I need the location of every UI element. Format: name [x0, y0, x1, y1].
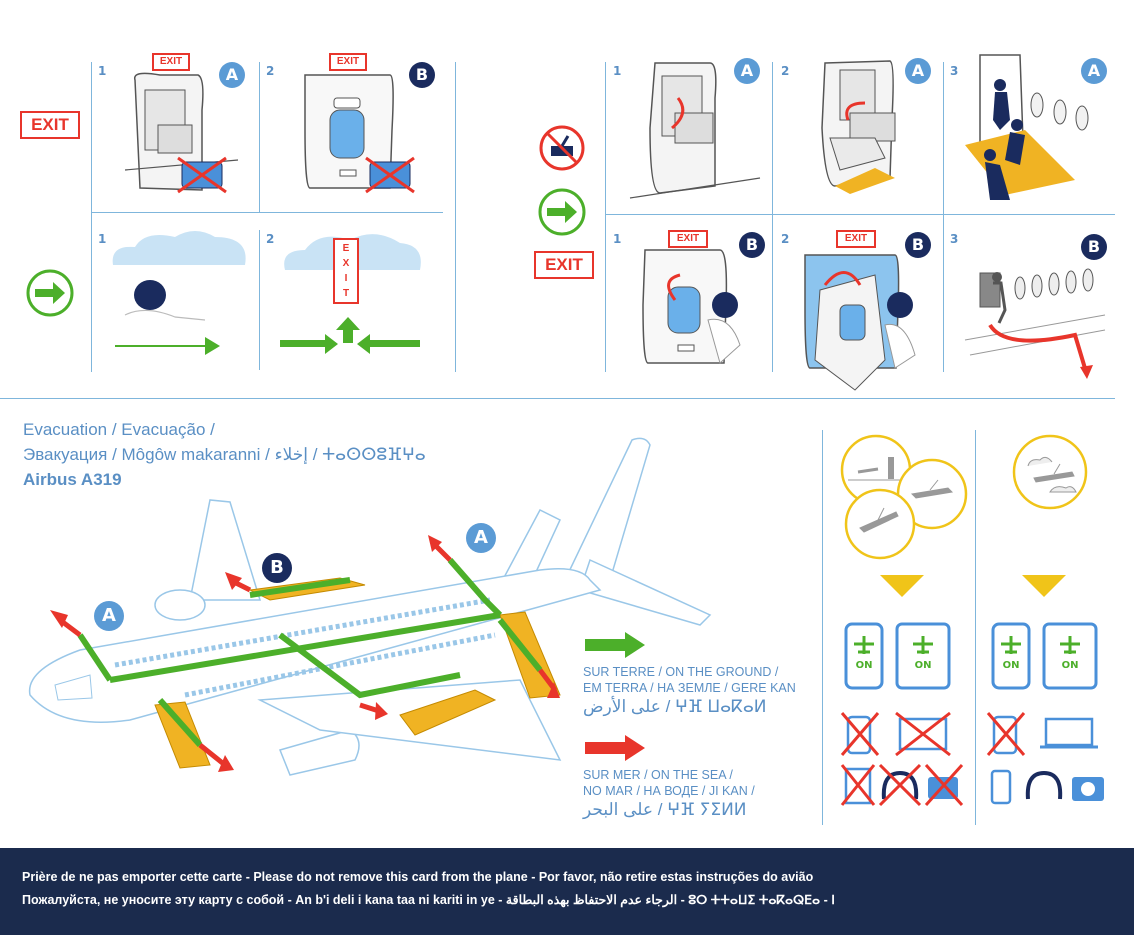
evacuation-title-line2: Эвакуация / Môgôw makaranni / إخلاء / ⵜⴰ… [23, 445, 426, 464]
step-number: 2 [266, 232, 275, 246]
door-type-b-badge: B [739, 232, 765, 258]
on-label: ON [914, 660, 932, 671]
exit-letter: T [342, 288, 350, 299]
door-type-b-badge: B [905, 232, 931, 258]
tablet-on-icon [895, 622, 951, 690]
step-number: 3 [950, 64, 959, 78]
phone-on-icon [991, 622, 1031, 690]
footer-banner: Prière de ne pas emporter cette carte - … [0, 848, 1134, 935]
yellow-down-arrow-icon [1022, 575, 1066, 597]
tablet-on-icon [1042, 622, 1098, 690]
legend-ground: SUR TERRE / ON THE GROUND / EM TERRA / Н… [583, 664, 796, 718]
footer-line2: Пожалуйста, не уносите эту карту с собой… [22, 893, 835, 907]
divider [259, 230, 260, 370]
on-label: ON [1002, 660, 1020, 671]
exit-letter: X [342, 258, 350, 269]
prohibited-devices-icon [840, 711, 964, 807]
exit-sign: EXIT [20, 111, 80, 139]
divider [91, 212, 443, 213]
ground-flight-phases-icon [840, 434, 968, 560]
step-number: 2 [266, 64, 275, 78]
legend-ground-line1: SUR TERRE / ON THE GROUND / [583, 665, 779, 679]
door-type-b-badge: B [409, 62, 435, 88]
door-b-no-baggage-illustration [304, 74, 415, 194]
door-type-a-badge: A [219, 62, 245, 88]
allowed-devices-icon [986, 712, 1104, 805]
step-number: 2 [781, 64, 790, 78]
door-a-push-out-illustration [821, 60, 896, 194]
cruise-phase-icon [1012, 434, 1088, 510]
legend-sea-line1: SUR MER / ON THE SEA / [583, 768, 733, 782]
on-label: ON [1061, 660, 1079, 671]
door-type-a-badge: A [1081, 58, 1107, 84]
divider [772, 62, 773, 372]
red-arrow-icon [585, 735, 645, 761]
door-b-lift-handle-illustration [642, 249, 741, 364]
legend-ground-arabic: على الأرض / ⵖⴼ ⵡⴰⴽⴰⵍ [583, 697, 767, 716]
footer-line1: Prière de ne pas emporter cette carte - … [22, 870, 814, 884]
green-arrow-icon [538, 188, 586, 236]
green-arrow-icon [585, 632, 645, 658]
legend-sea-arabic: على البحر / ⵖⴼ ⵢⵉⵍⵍ [583, 800, 747, 819]
door-a-no-baggage-illustration [124, 72, 239, 194]
evacuation-title-line1: Evacuation / Evacuação / [23, 420, 215, 439]
door-type-a-badge: A [94, 601, 124, 631]
legend-sea-line2: NO MAR / НА ВОДЕ / JI KAN / [583, 784, 755, 798]
exit-letter: E [342, 243, 350, 254]
wing-exit-illustration [964, 268, 1106, 379]
door-type-b-badge: B [262, 553, 292, 583]
exit-sign: EXIT [152, 53, 190, 71]
step-number: 2 [781, 232, 790, 246]
divider [605, 214, 1115, 215]
divider [91, 62, 92, 372]
divider [259, 62, 260, 212]
door-type-b-badge: B [1081, 234, 1107, 260]
no-slide-manual-icon [539, 125, 585, 171]
yellow-down-arrow-icon [880, 575, 924, 597]
phone-on-icon [844, 622, 884, 690]
exit-sign: EXIT [329, 53, 367, 71]
step-number: 3 [950, 232, 959, 246]
exit-sign: EXIT [534, 251, 594, 279]
step-number: 1 [98, 64, 107, 78]
door-type-a-badge: A [905, 58, 931, 84]
exit-letter: I [344, 273, 348, 284]
divider [975, 430, 976, 825]
exit-sign: EXIT [836, 230, 876, 248]
legend-sea: SUR MER / ON THE SEA / NO MAR / НА ВОДЕ … [583, 767, 755, 821]
slide-evacuation-illustration [965, 54, 1089, 200]
door-a-open-handle-illustration [629, 62, 761, 199]
aircraft-exit-diagram [28, 437, 712, 776]
step-number: 1 [613, 232, 622, 246]
divider [943, 62, 944, 372]
door-b-push-out-illustration [804, 254, 916, 391]
smoke-crawl-illustration [112, 231, 246, 355]
vertical-exit-sign: E X I T [333, 238, 359, 304]
aircraft-type: Airbus A319 [23, 470, 122, 489]
exit-sign: EXIT [668, 230, 708, 248]
divider [822, 430, 823, 825]
divider [455, 62, 456, 372]
door-type-a-badge: A [734, 58, 760, 84]
step-number: 1 [613, 64, 622, 78]
door-type-a-badge: A [466, 523, 496, 553]
legend-ground-line2: EM TERRA / НА ЗЕМЛЕ / GERE KAN [583, 681, 796, 695]
on-label: ON [855, 660, 873, 671]
divider [605, 62, 606, 372]
step-number: 1 [98, 232, 107, 246]
divider [0, 398, 1115, 399]
green-arrow-icon [26, 269, 74, 317]
